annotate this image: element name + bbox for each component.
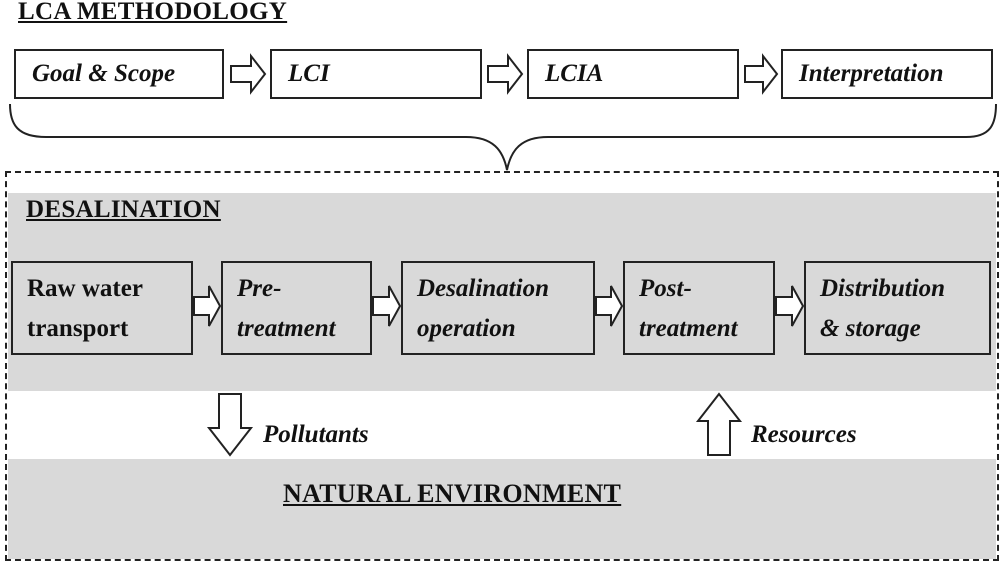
arrow-post-to-distribution-icon <box>775 285 805 327</box>
arrow-lcia-to-interpretation-icon <box>744 53 779 95</box>
lca-stage-lcia: LCIA <box>527 49 739 99</box>
arrow-desal-to-post-icon <box>595 285 624 327</box>
resources-label: Resources <box>751 421 857 448</box>
process-pre-treatment: Pre- treatment <box>221 261 372 355</box>
desalination-title: DESALINATION <box>26 196 221 223</box>
lca-stage-goal-scope: Goal & Scope <box>14 49 224 99</box>
environment-band <box>8 459 996 559</box>
process-post-treatment: Post- treatment <box>623 261 775 355</box>
arrow-lci-to-lcia-icon <box>487 53 524 95</box>
lca-stage-interpretation: Interpretation <box>781 49 993 99</box>
lca-brace-icon <box>9 103 997 171</box>
system-boundary <box>5 171 999 561</box>
lca-methodology-title: LCA METHODOLOGY <box>18 0 288 25</box>
process-distribution-storage: Distribution & storage <box>804 261 991 355</box>
pollutants-label: Pollutants <box>263 421 369 448</box>
arrow-pre-to-desal-icon <box>372 285 402 327</box>
natural-environment-title: NATURAL ENVIRONMENT <box>283 479 622 508</box>
pollutants-down-arrow-icon <box>206 393 254 457</box>
process-desalination-operation: Desalination operation <box>401 261 595 355</box>
resources-up-arrow-icon <box>695 392 743 456</box>
arrow-raw-to-pre-icon <box>193 285 222 327</box>
arrow-goal-to-lci-icon <box>230 53 267 95</box>
process-raw-water-transport: Raw water transport <box>11 261 193 355</box>
lca-stage-lci: LCI <box>270 49 482 99</box>
